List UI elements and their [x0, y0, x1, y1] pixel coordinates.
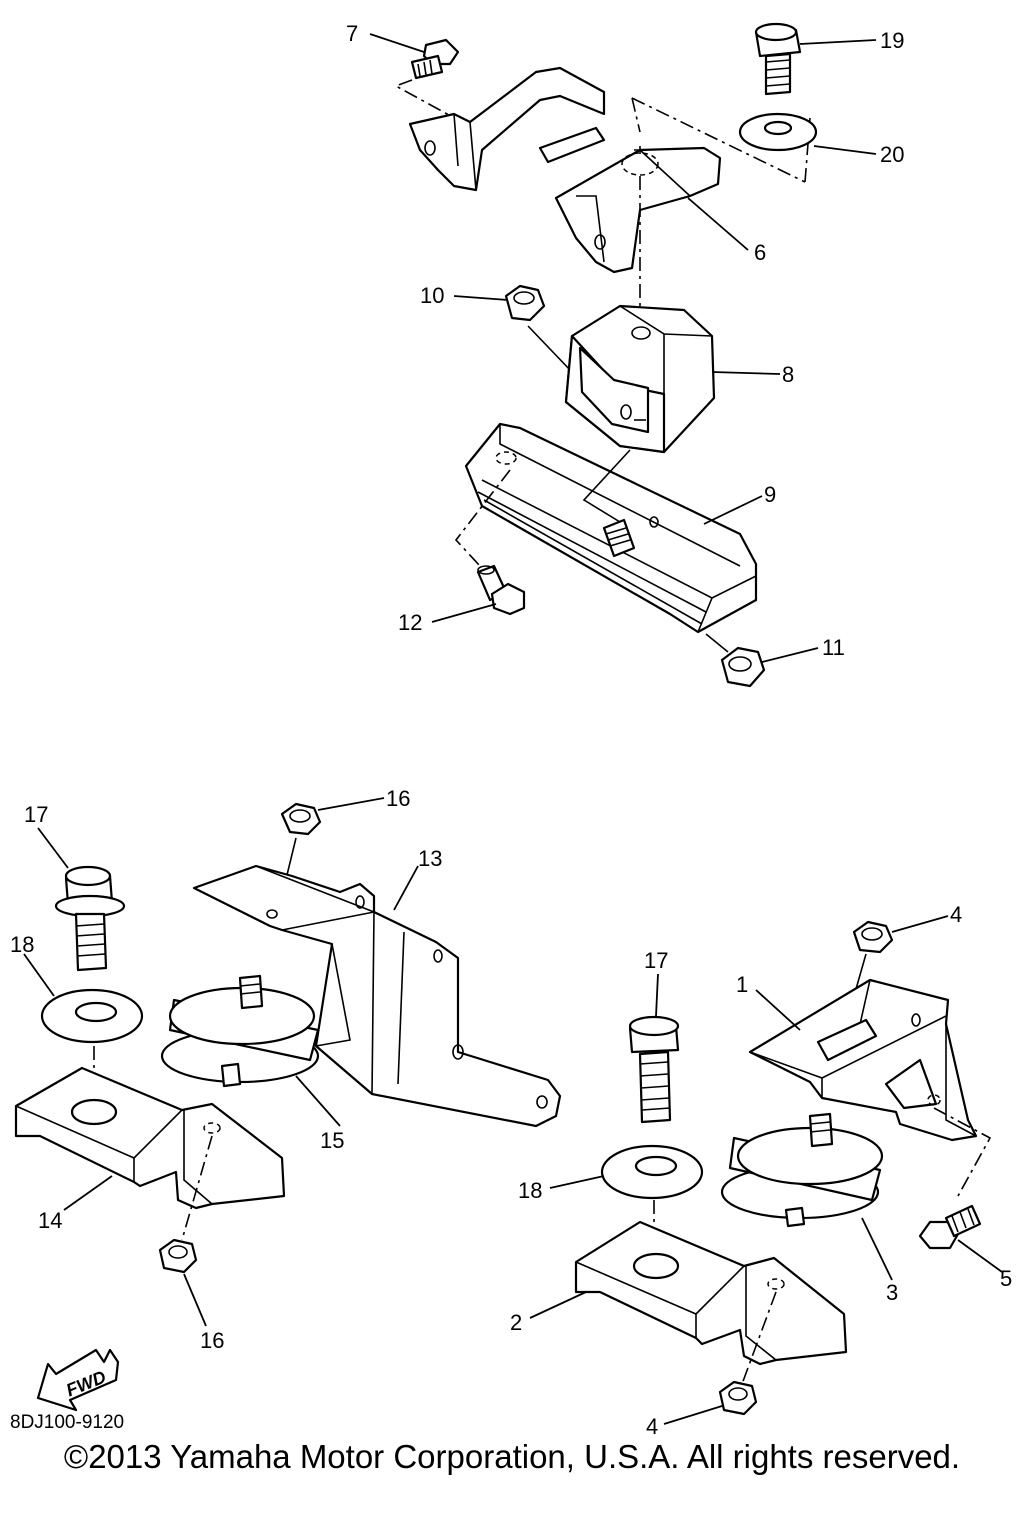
part-15-rubber-mount: [160, 974, 320, 1088]
part-17-bolt-left: [54, 865, 126, 972]
part-20-washer: [738, 112, 818, 152]
part-13-bracket: [192, 864, 562, 1128]
label-9: 9: [764, 482, 776, 507]
part-12-bolt: [476, 564, 526, 616]
label-11: 11: [822, 635, 845, 660]
label-3: 3: [886, 1280, 898, 1305]
part-9-mount-plate: [464, 422, 758, 634]
label-4-lower: 4: [646, 1414, 658, 1439]
label-18-left: 18: [10, 932, 34, 957]
label-16-upper: 16: [386, 786, 410, 811]
part-11-nut: [720, 646, 766, 688]
label-4-upper: 4: [950, 902, 962, 927]
part-19-bolt: [754, 22, 802, 96]
label-10: 10: [420, 283, 444, 308]
part-18-washer-right: [600, 1144, 704, 1200]
part-4-nut-lower: [718, 1380, 758, 1416]
part-3-rubber-mount: [720, 1112, 884, 1228]
part-16-nut-upper: [280, 802, 322, 836]
fwd-arrow-icon: FWD: [36, 1348, 120, 1412]
part-2-bracket: [574, 1220, 848, 1366]
part-18-washer-left: [40, 988, 144, 1044]
label-20: 20: [880, 142, 904, 167]
label-13: 13: [418, 846, 442, 871]
label-6: 6: [754, 240, 766, 265]
diagram-code: 8DJ100-9120: [10, 1412, 124, 1433]
label-17-right: 17: [644, 948, 668, 973]
part-16-nut-lower: [158, 1238, 198, 1274]
part-7-bolt: [410, 38, 460, 80]
label-17-left: 17: [24, 802, 48, 827]
label-15: 15: [320, 1128, 344, 1153]
part-1-bracket: [748, 978, 978, 1142]
part-4-nut-upper: [852, 920, 894, 954]
label-14: 14: [38, 1208, 62, 1233]
part-6-bracket: [408, 66, 722, 274]
copyright-notice: ©2013 Yamaha Motor Corporation, U.S.A. A…: [63, 1438, 961, 1475]
label-5: 5: [1000, 1266, 1012, 1291]
label-19: 19: [880, 28, 904, 53]
part-8-rubber-mount: [564, 304, 716, 454]
label-18-right: 18: [518, 1178, 542, 1203]
label-2: 2: [510, 1310, 522, 1335]
label-1: 1: [736, 972, 748, 997]
part-5-bolt: [918, 1204, 982, 1250]
label-12: 12: [398, 610, 422, 635]
part-14-bracket: [14, 1066, 286, 1210]
label-16-lower: 16: [200, 1328, 224, 1353]
label-8: 8: [782, 362, 794, 387]
part-10-nut: [504, 284, 546, 322]
part-17-bolt-right: [628, 1015, 680, 1124]
leader-lines: [23, 33, 1003, 1425]
label-7: 7: [346, 21, 358, 46]
